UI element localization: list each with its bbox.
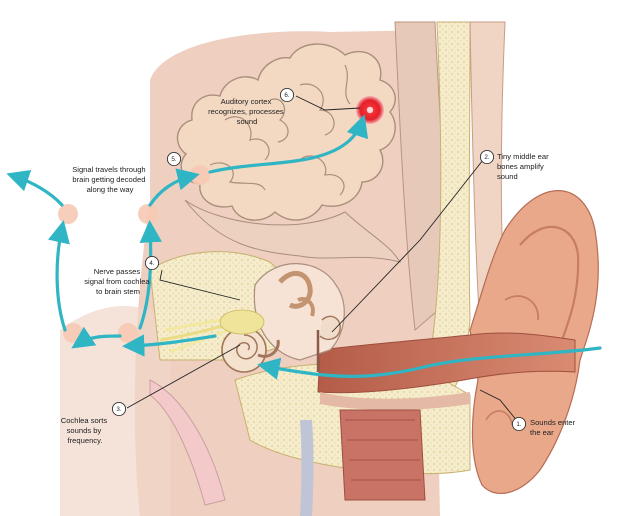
badge-signal: 5. [166,151,182,167]
flow-arrow-to-upper-right [148,168,200,207]
flow-arrow-top-left [6,169,64,207]
signal-node [138,204,158,224]
callout-labels: Sounds enter the ear Tiny middle ear bon… [61,97,577,445]
badge-nerve: 4. [144,255,160,271]
signal-node [63,323,83,343]
flow-arrow-sound-entry [257,346,602,380]
badge-signal-number: 5. [171,156,176,163]
signal-node [118,323,138,343]
badge-sounds-enter: 1. [511,416,527,432]
badge-cortex: 6. [279,87,295,103]
flow-arrow-to-cortex [208,114,369,174]
badge-sounds-enter-number: 1. [516,421,521,428]
leader-lines [126,95,519,423]
flow-arrow-left-up-outer [47,220,70,332]
badge-middle-ear: 2. [479,149,495,165]
label-cochlea: Cochlea sorts sounds by frequency. [61,416,110,445]
label-nerve: Nerve passes signal from cochlea to brai… [84,267,152,296]
badge-cochlea: 3. [111,401,127,417]
cochlea [221,327,280,373]
badge-nerve-number: 4. [149,260,154,267]
label-sounds-enter: Sounds enter the ear [530,418,577,437]
label-signal: Signal travels through brain getting dec… [72,165,148,194]
badge-cochlea-number: 3. [116,406,121,413]
badge-middle-ear-number: 2. [484,154,489,161]
badge-cortex-number: 6. [284,92,289,99]
signal-flow-arrows [6,114,602,380]
signal-node [58,204,78,224]
label-cortex: Auditory cortex recognizes, processes so… [208,97,286,126]
brain [176,43,402,263]
lower-structures [149,379,426,516]
label-middle-ear: Tiny middle ear bones amplify sound [497,152,551,181]
flow-arrow-nerve-left [122,334,217,357]
middle-ear [253,263,345,372]
flow-arrow-left-up-inner [138,220,162,330]
auditory-cortex-target [356,96,384,124]
step-badges: 1. 2. 3. 4. 5. 6. [111,87,527,432]
flow-arrow-to-lower-left [71,326,122,349]
